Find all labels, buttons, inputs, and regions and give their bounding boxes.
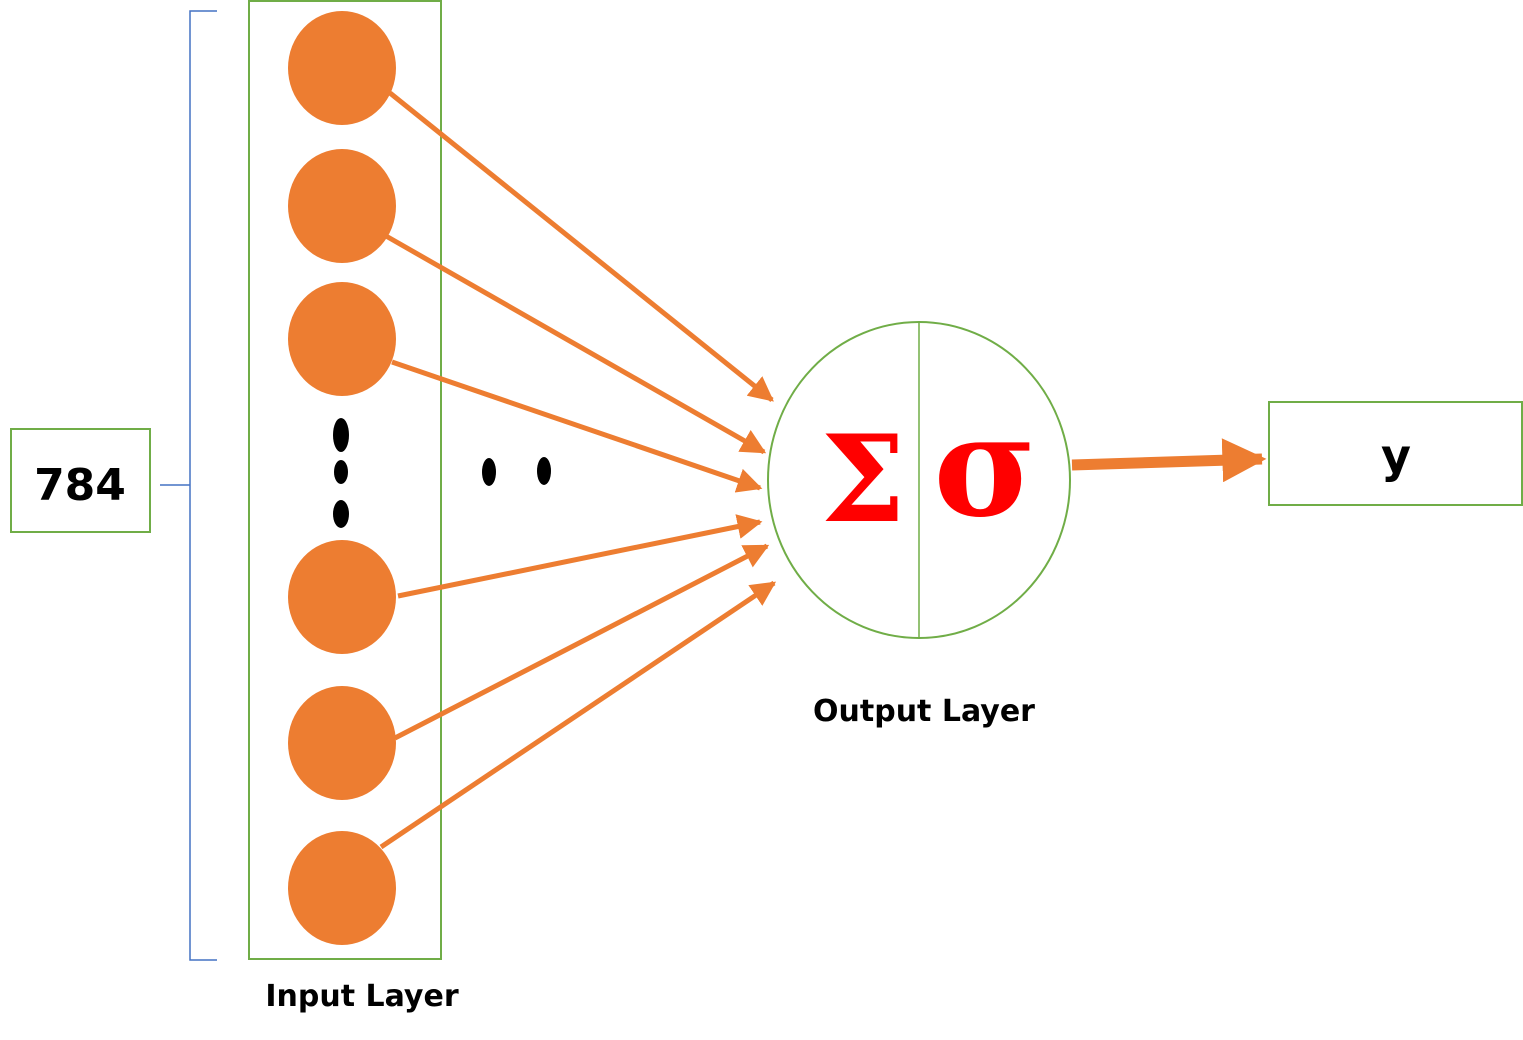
horizontal-ellipsis-icon (482, 457, 551, 486)
arrow-icon (397, 514, 763, 599)
input-node-icon (288, 282, 396, 396)
input-layer-box (248, 0, 442, 960)
connection-arrows (379, 91, 777, 850)
arrow-icon (388, 91, 774, 402)
output-box: y (1268, 401, 1523, 506)
input-node-icon (288, 686, 396, 800)
input-node-icon (288, 149, 396, 263)
output-layer-label: Output Layer (813, 694, 1035, 729)
input-node-icon (288, 540, 396, 654)
sigma-activation-symbol: σ (933, 385, 1036, 549)
output-neuron: Σ σ (767, 321, 1071, 639)
layer-bracket (160, 10, 217, 961)
input-node-icon (288, 831, 396, 945)
input-size-box: 784 (10, 428, 151, 533)
arrow-icon (393, 543, 770, 741)
input-node-icon (288, 11, 396, 125)
output-arrow-icon (1071, 438, 1267, 483)
input-size-label: 784 (34, 460, 126, 511)
vertical-ellipsis-icon (333, 418, 349, 528)
input-nodes (288, 11, 396, 945)
output-label: y (1381, 429, 1411, 483)
arrow-icon (379, 580, 777, 850)
arrow-icon (391, 359, 763, 493)
arrow-icon (384, 233, 767, 455)
sum-symbol: Σ (821, 409, 906, 550)
input-layer-label: Input Layer (265, 979, 458, 1014)
